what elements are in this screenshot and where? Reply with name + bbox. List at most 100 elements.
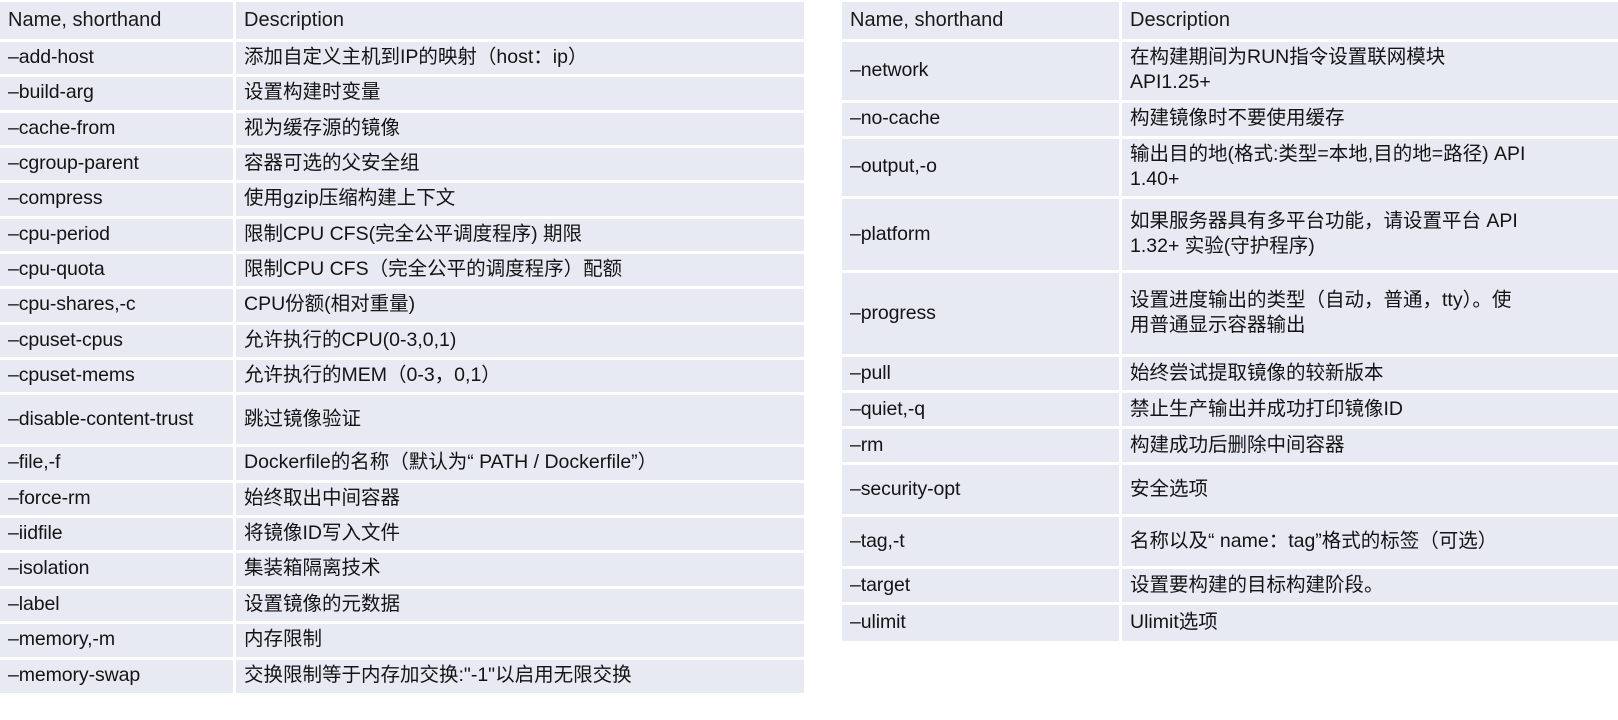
option-description-cell: 交换限制等于内存加交换:"-1"以启用无限交换 bbox=[236, 659, 804, 693]
option-name-cell: –cpuset-cpus bbox=[0, 324, 236, 361]
option-description-cell: 限制CPU CFS（完全公平的调度程序）配额 bbox=[236, 254, 804, 290]
table-right-header: Name, shorthand Description bbox=[842, 2, 1618, 42]
option-name-cell: –label bbox=[0, 588, 236, 625]
option-name-cell: –file,-f bbox=[0, 447, 236, 483]
option-name-cell: –cpu-period bbox=[0, 218, 236, 255]
option-name-cell: –output,-o bbox=[842, 138, 1122, 200]
column-header-description: Description bbox=[236, 2, 804, 42]
option-name-cell: –rm bbox=[842, 429, 1122, 466]
option-description-cell: 安全选项 bbox=[1122, 465, 1618, 518]
option-description-cell: 始终取出中间容器 bbox=[236, 482, 804, 519]
option-name-cell: –target bbox=[842, 569, 1122, 606]
option-name-cell: –isolation bbox=[0, 553, 236, 589]
option-description-cell: 构建镜像时不要使用缓存 bbox=[1122, 102, 1618, 139]
option-description-cell: 如果服务器具有多平台功能，请设置平台 API 1.32+ 实验(守护程序) bbox=[1122, 199, 1618, 274]
option-description-cell: 在构建期间为RUN指令设置联网模块 API1.25+ bbox=[1122, 42, 1618, 103]
option-name-cell: –build-arg bbox=[0, 77, 236, 113]
option-name-cell: –memory-swap bbox=[0, 659, 236, 693]
option-name-cell: –quiet,-q bbox=[842, 393, 1122, 430]
column-header-name: Name, shorthand bbox=[842, 2, 1122, 42]
option-description-cell: 设置进度输出的类型（自动，普通，tty）。使 用普通显示容器输出 bbox=[1122, 273, 1618, 358]
option-name-cell: –pull bbox=[842, 357, 1122, 394]
option-name-cell: –cpu-shares,-c bbox=[0, 289, 236, 325]
option-description-cell: 名称以及“ name：tag”格式的标签（可选） bbox=[1122, 517, 1618, 570]
option-name-cell: –network bbox=[842, 42, 1122, 103]
option-name-cell: –cpu-quota bbox=[0, 254, 236, 290]
option-name-cell: –cgroup-parent bbox=[0, 148, 236, 184]
option-description-cell: 允许执行的CPU(0-3,0,1) bbox=[236, 324, 804, 361]
option-description-cell: 使用gzip压缩构建上下文 bbox=[236, 183, 804, 219]
column-header-name: Name, shorthand bbox=[0, 2, 236, 42]
option-description-cell: 输出目的地(格式:类型=本地,目的地=路径) API 1.40+ bbox=[1122, 138, 1618, 200]
option-name-cell: –cache-from bbox=[0, 112, 236, 149]
option-name-cell: –memory,-m bbox=[0, 624, 236, 660]
option-description-cell: 限制CPU CFS(完全公平调度程序) 期限 bbox=[236, 218, 804, 255]
option-description-cell: 允许执行的MEM（0-3，0,1） bbox=[236, 360, 804, 396]
option-name-cell: –force-rm bbox=[0, 482, 236, 519]
option-name-cell: –iidfile bbox=[0, 518, 236, 554]
option-description-cell: 将镜像ID写入文件 bbox=[236, 518, 804, 554]
option-name-cell: –add-host bbox=[0, 42, 236, 78]
option-description-cell: 设置构建时变量 bbox=[236, 77, 804, 113]
option-description-cell: 内存限制 bbox=[236, 624, 804, 660]
option-description-cell: 容器可选的父安全组 bbox=[236, 148, 804, 184]
option-name-cell: –platform bbox=[842, 199, 1122, 274]
option-description-cell: 集装箱隔离技术 bbox=[236, 553, 804, 589]
option-description-cell: 设置要构建的目标构建阶段。 bbox=[1122, 569, 1618, 606]
option-name-cell: –disable-content-trust bbox=[0, 395, 236, 448]
option-description-cell: 跳过镜像验证 bbox=[236, 395, 804, 448]
option-name-cell: –compress bbox=[0, 183, 236, 219]
option-name-cell: –progress bbox=[842, 273, 1122, 358]
option-name-cell: –cpuset-mems bbox=[0, 360, 236, 396]
option-name-cell: –no-cache bbox=[842, 102, 1122, 139]
option-description-cell: 视为缓存源的镜像 bbox=[236, 112, 804, 149]
option-description-cell: Dockerfile的名称（默认为“ PATH / Dockerfile”） bbox=[236, 447, 804, 483]
column-header-description: Description bbox=[1122, 2, 1618, 42]
option-description-cell: 构建成功后删除中间容器 bbox=[1122, 429, 1618, 466]
table-left-header: Name, shorthand Description bbox=[0, 2, 804, 42]
table-header-row: Name, shorthand Description bbox=[842, 2, 1618, 42]
option-name-cell: –security-opt bbox=[842, 465, 1122, 518]
option-description-cell: 禁止生产输出并成功打印镜像ID bbox=[1122, 393, 1618, 430]
option-description-cell: 添加自定义主机到IP的映射（host：ip） bbox=[236, 42, 804, 78]
option-description-cell: CPU份额(相对重量) bbox=[236, 289, 804, 325]
option-description-cell: 设置镜像的元数据 bbox=[236, 588, 804, 625]
option-name-cell: –tag,-t bbox=[842, 517, 1122, 570]
option-description-cell: 始终尝试提取镜像的较新版本 bbox=[1122, 357, 1618, 394]
option-name-cell: –ulimit bbox=[842, 605, 1122, 642]
table-header-row: Name, shorthand Description bbox=[0, 2, 804, 42]
